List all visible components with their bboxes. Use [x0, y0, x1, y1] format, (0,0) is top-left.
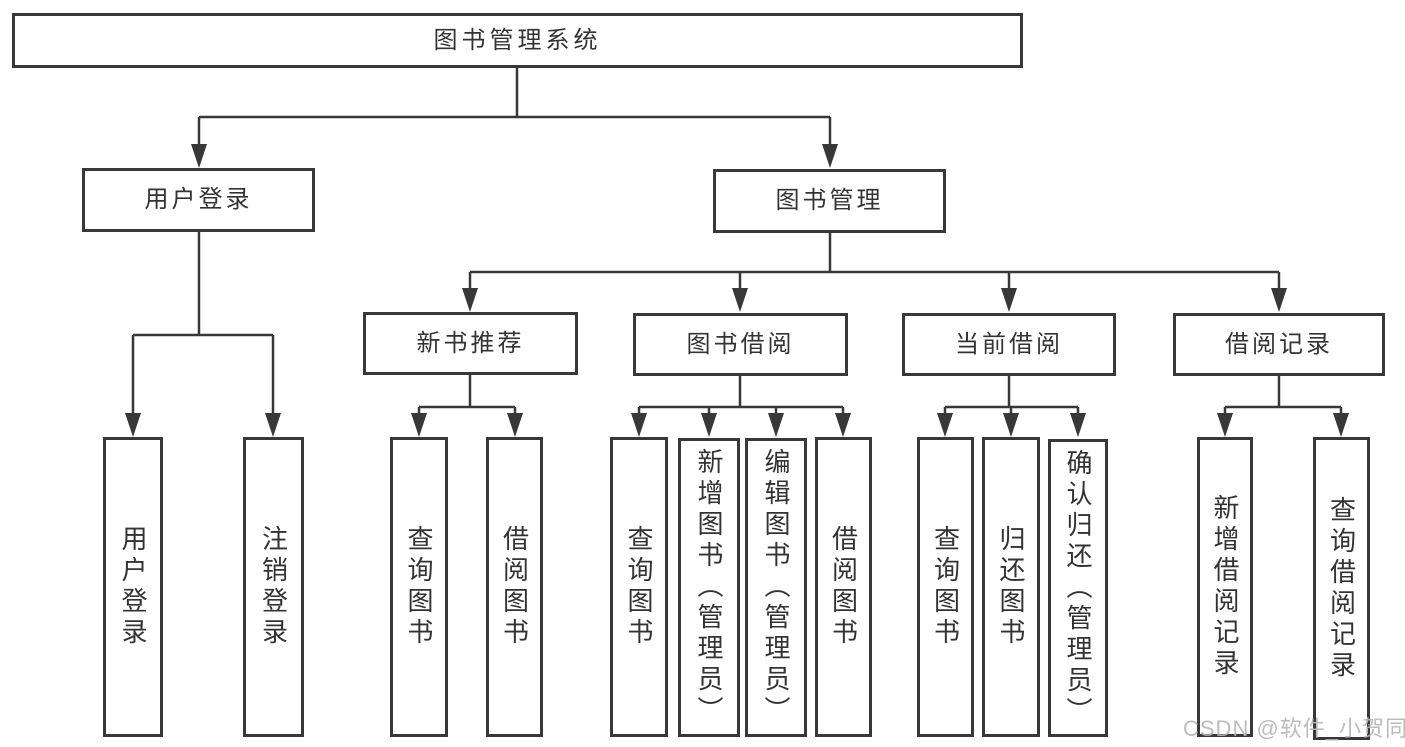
leaf-query-books-current: 查询图书: [917, 437, 974, 737]
node-label: 查询图书: [930, 525, 961, 649]
node-label: 查询图书: [624, 525, 654, 649]
node-label: 图书借阅: [686, 330, 795, 358]
leaf-query-books-recommend: 查询图书: [390, 437, 448, 737]
node-label: 归还图书: [996, 525, 1026, 649]
leaf-edit-book-admin: 编辑图书（管理员）: [745, 438, 807, 737]
leaf-add-book-admin: 新增图书（管理员）: [678, 438, 740, 737]
leaf-confirm-return-admin: 确认归还（管理员）: [1048, 439, 1108, 737]
node-borrowing-records: 借阅记录: [1173, 313, 1385, 376]
node-new-book-recommend: 新书推荐: [363, 312, 578, 375]
leaf-query-books-borrowing: 查询图书: [610, 437, 668, 737]
node-label: 编辑图书（管理员）: [761, 448, 791, 727]
node-user-login: 用户登录: [82, 168, 315, 232]
node-label: 确认归还（管理员）: [1063, 448, 1093, 728]
node-label: 图书管理: [775, 187, 884, 214]
leaf-add-borrow-record: 新增借阅记录: [1197, 437, 1253, 737]
node-label: 当前借阅: [955, 330, 1063, 358]
node-label: 新增借阅记录: [1210, 494, 1240, 680]
leaf-user-login: 用户登录: [103, 437, 163, 737]
node-label: 查询借阅记录: [1326, 495, 1357, 682]
node-book-management: 图书管理: [713, 169, 946, 233]
node-label: 查询图书: [404, 525, 434, 649]
leaf-logout: 注销登录: [243, 437, 304, 737]
leaf-borrow-books-recommend: 借阅图书: [486, 437, 543, 737]
node-book-borrowing: 图书借阅: [633, 313, 848, 376]
node-label: 借阅图书: [499, 525, 530, 649]
leaf-borrow-books-borrowing: 借阅图书: [815, 437, 872, 737]
leaf-return-book: 归还图书: [982, 437, 1040, 737]
leaf-query-borrow-record: 查询借阅记录: [1313, 437, 1370, 740]
node-label: 借阅图书: [828, 525, 859, 649]
node-library-management-system: 图书管理系统: [12, 13, 1023, 68]
node-label: 图书管理系统: [433, 26, 602, 54]
node-label: 注销登录: [258, 525, 289, 649]
node-label: 新书推荐: [416, 329, 525, 357]
node-current-borrowing: 当前借阅: [902, 313, 1116, 376]
node-label: 用户登录: [144, 186, 253, 213]
node-label: 新增图书（管理员）: [694, 448, 724, 727]
node-label: 用户登录: [118, 525, 148, 649]
watermark: CSDN @软件_小贺同学: [1183, 716, 1405, 741]
node-label: 借阅记录: [1225, 330, 1333, 358]
